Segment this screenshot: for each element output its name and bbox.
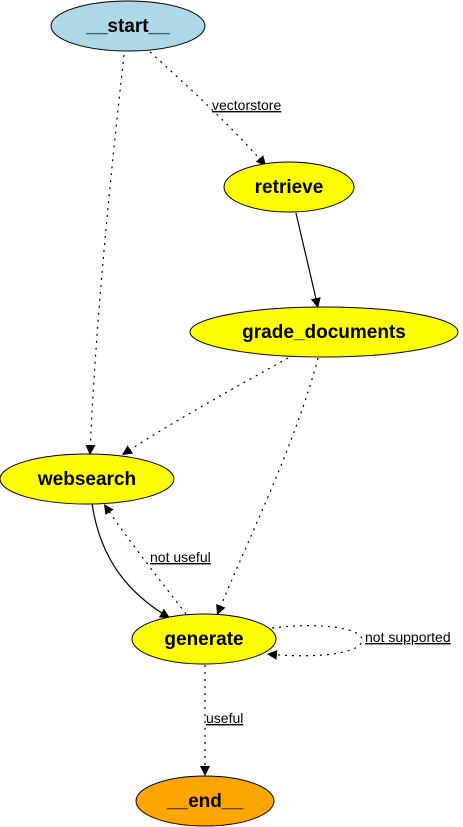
node-websearch-shape: [0, 453, 175, 505]
node-websearch[interactable]: websearch: [0, 453, 175, 505]
node-start-label: __start__: [85, 16, 170, 37]
node-retrieve-label: retrieve: [255, 177, 324, 198]
node-generate-shape: [131, 613, 277, 665]
edge-generate-websearch: [103, 503, 187, 615]
node-retrieve-shape: [223, 161, 355, 213]
node-grade-documents-label: grade_documents: [242, 322, 406, 343]
edge-start-websearch: [85, 54, 125, 456]
edge-label-vectorstore: vectorstore: [212, 97, 281, 113]
node-websearch-label: websearch: [37, 469, 136, 490]
edge-retrieve-grade: [295, 212, 321, 309]
edge-generate-self: [266, 625, 363, 660]
node-grade-documents[interactable]: grade_documents: [189, 306, 459, 358]
edge-label-not-supported: not supported: [365, 629, 451, 645]
edge-label-useful: useful: [206, 710, 243, 726]
edges: vectorstore not useful not supported use…: [85, 51, 451, 776]
edge-grade-websearch: [121, 357, 289, 456]
edge-label-not-useful: not useful: [150, 549, 211, 565]
node-start[interactable]: __start__: [50, 0, 206, 52]
node-generate[interactable]: generate: [131, 613, 277, 665]
edge-websearch-generate: [91, 502, 171, 619]
node-end-shape: [135, 775, 275, 827]
node-generate-label: generate: [164, 629, 243, 650]
node-end[interactable]: __end__: [135, 775, 275, 827]
node-end-label: __end__: [166, 791, 243, 812]
node-retrieve[interactable]: retrieve: [223, 161, 355, 213]
node-start-shape: [50, 0, 206, 52]
edge-grade-generate: [216, 357, 319, 616]
node-grade-documents-shape: [189, 306, 459, 358]
